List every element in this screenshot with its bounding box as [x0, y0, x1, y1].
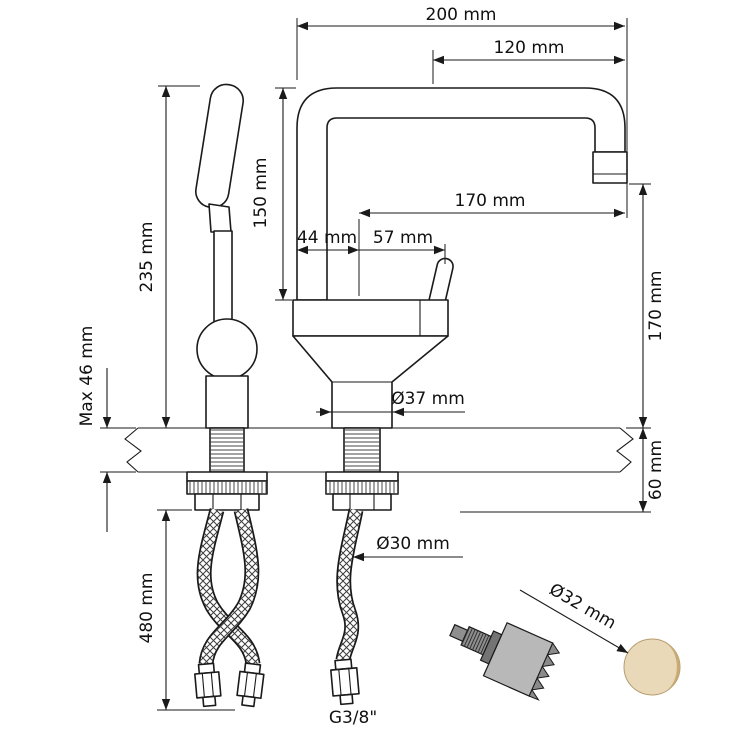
- dim-150-label: 150 mm: [251, 158, 271, 229]
- cut-plug: [623, 638, 681, 696]
- dim-150: [275, 87, 296, 301]
- dim-max46: [100, 368, 136, 532]
- braided-hose-front: [335, 508, 364, 662]
- hole-saw-teeth: [528, 642, 561, 701]
- shank-threads-side: [210, 428, 244, 472]
- gasket-hatch-front: [326, 481, 398, 494]
- dim-max46-label: Max 46 mm: [77, 326, 97, 427]
- dim-44-label: 44 mm: [297, 228, 357, 248]
- hose-fitting-c: [330, 658, 360, 706]
- dim-480-label: 480 mm: [137, 573, 157, 644]
- dim-60: [460, 428, 651, 513]
- dim-57-label: 57 mm: [373, 228, 433, 248]
- dim-dia37-label: Ø37 mm: [391, 389, 465, 409]
- mounting-nut-front: [332, 493, 392, 511]
- faucet-front-view: [292, 87, 628, 706]
- hole-saw-icon: [449, 621, 561, 701]
- dim-dia32: [519, 589, 629, 654]
- body-front: [292, 299, 449, 337]
- dim-dia30-label: Ø30 mm: [376, 534, 450, 554]
- countertop-break-right: [616, 427, 634, 473]
- dim-170-vertical-label: 170 mm: [646, 271, 666, 342]
- mounting-nut-side: [194, 493, 260, 511]
- pivot-joint: [196, 318, 258, 380]
- hose-c-braid: [337, 508, 362, 662]
- dim-200-label: 200 mm: [426, 5, 497, 25]
- dim-200: [296, 18, 628, 218]
- cut-plug-shadow: [663, 641, 680, 693]
- dim-235-label: 235 mm: [137, 222, 157, 293]
- shank-threads-front: [344, 428, 380, 472]
- cut-plug-disc: [623, 638, 681, 696]
- hose-b-braid: [200, 508, 258, 665]
- braided-hoses-side: [196, 508, 261, 666]
- dim-480: [157, 509, 235, 711]
- countertop-break-left: [124, 427, 142, 473]
- faucet-side-view: [186, 83, 268, 708]
- lever-neck: [208, 203, 232, 233]
- dim-dia32-label: Ø32 mm: [546, 580, 620, 634]
- dim-60-label: 60 mm: [646, 440, 666, 500]
- dim-170-horizontal-label: 170 mm: [455, 191, 526, 211]
- hole-saw-knurl: [461, 626, 492, 655]
- hose-a-braid: [198, 508, 259, 666]
- nut-facets-side: [212, 494, 242, 510]
- hose-fitting-a: [236, 662, 265, 708]
- spout-outlet: [592, 151, 628, 184]
- dim-120-label: 120 mm: [494, 38, 565, 58]
- dim-120: [432, 50, 625, 84]
- nut-facets-front: [349, 494, 375, 510]
- washer-plate-side: [186, 471, 268, 482]
- gasket-hatch-side: [187, 481, 267, 494]
- lever-handle-side: [195, 83, 244, 209]
- hose-thread-label: G3/8": [329, 708, 377, 728]
- dim-44-57: [297, 244, 446, 264]
- body-side: [205, 375, 249, 429]
- dim-170-horizontal: [358, 208, 625, 296]
- dim-235: [158, 85, 200, 428]
- hose-fitting-b: [194, 662, 222, 708]
- handle-stem: [213, 230, 233, 324]
- washer-plate-front: [325, 471, 399, 482]
